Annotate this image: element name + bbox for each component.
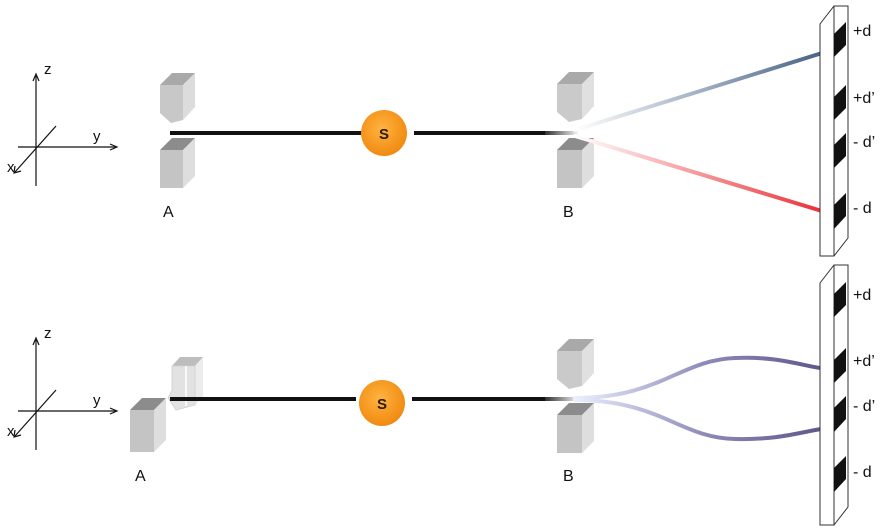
detector-mark-minus-d-prime <box>834 133 846 168</box>
magnet-b-south <box>557 403 594 453</box>
spin-up-beam <box>573 47 837 132</box>
label-minus-d: - d <box>853 464 872 481</box>
magnet-b-north <box>557 339 594 389</box>
source-label: S <box>379 126 389 143</box>
label-minus-d-prime: - d’ <box>853 134 875 151</box>
magnet-a-south <box>130 398 166 452</box>
y-arrow-icon <box>109 407 119 415</box>
curved-beam-lower <box>573 398 837 442</box>
source-atom <box>359 380 405 426</box>
x-axis-label: x <box>7 159 15 176</box>
y-arrow-icon <box>109 143 119 151</box>
detector-mark-minus-d <box>834 456 846 492</box>
z-axis-label: z <box>44 61 52 78</box>
x-arrow-icon <box>13 429 22 438</box>
detector-mark-plus-d <box>834 22 846 57</box>
label-minus-d-prime: - d’ <box>853 398 875 415</box>
detector-mark-minus-d <box>834 193 846 229</box>
x-arrow-icon <box>13 165 22 174</box>
source-atom <box>361 110 407 156</box>
x-axis <box>14 125 57 173</box>
magnet-a-north <box>167 357 203 411</box>
label-plus-d: +d <box>853 287 871 304</box>
curved-beam-upper <box>573 355 837 400</box>
x-axis-label: x <box>7 423 15 440</box>
axes-gizmo <box>13 336 119 450</box>
y-axis-label: y <box>93 392 101 409</box>
z-axis-label: z <box>44 325 52 342</box>
z-arrow-icon <box>32 72 40 82</box>
magnet-b-label: B <box>563 204 574 221</box>
magnet-a-label: A <box>163 204 174 221</box>
panel-top: z y x A S <box>7 5 875 257</box>
label-plus-d-prime: +d’ <box>853 353 875 370</box>
label-plus-d-prime: +d’ <box>853 90 875 107</box>
spin-down-beam <box>573 134 837 217</box>
magnet-b-label: B <box>563 468 574 485</box>
label-minus-d: - d <box>853 200 872 217</box>
y-axis-label: y <box>93 128 101 145</box>
detector-mark-plus-d <box>834 282 846 317</box>
detector-mark-plus-d-prime <box>834 348 846 383</box>
magnet-a-south <box>160 138 195 188</box>
detector-mark-minus-d-prime <box>834 396 846 432</box>
magnet-b-north <box>557 72 594 122</box>
x-axis <box>14 389 57 437</box>
magnet-b-south <box>557 138 594 188</box>
z-arrow-icon <box>32 336 40 346</box>
label-plus-d: +d <box>853 23 871 40</box>
detector-mark-plus-d-prime <box>834 85 846 120</box>
magnet-a-north <box>160 73 195 123</box>
source-label: S <box>377 396 387 413</box>
panel-bottom: z y x A S <box>7 264 875 526</box>
axes-gizmo <box>13 72 119 186</box>
magnet-a-label: A <box>135 468 146 485</box>
